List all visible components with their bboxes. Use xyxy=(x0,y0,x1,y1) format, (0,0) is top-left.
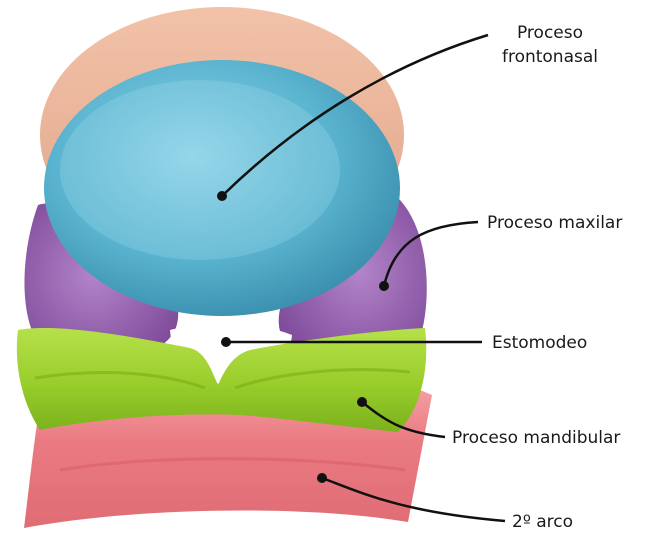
label-frontonasal-line2: frontonasal xyxy=(502,47,598,67)
label-mandibular: Proceso mandibular xyxy=(452,428,620,448)
label-frontonasal-line1: Proceso xyxy=(517,23,583,43)
label-arco: 2º arco xyxy=(512,512,573,532)
label-estomodeo: Estomodeo xyxy=(492,333,587,353)
label-maxilar: Proceso maxilar xyxy=(487,213,622,233)
frontonasal-highlight xyxy=(60,80,340,260)
